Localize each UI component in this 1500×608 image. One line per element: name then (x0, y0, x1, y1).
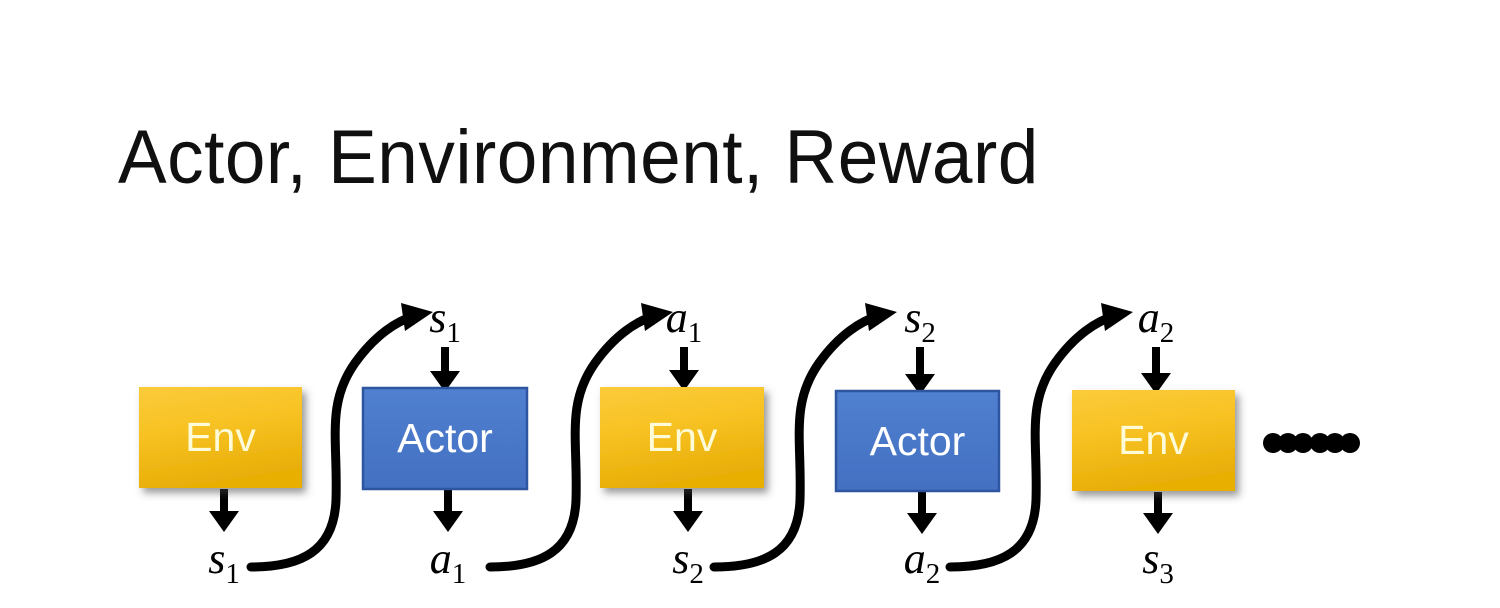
arrow-actor-1-to-a1 (433, 490, 463, 532)
node-actor-2[interactable]: Actor (834, 389, 1001, 493)
node-env-1-label: Env (185, 414, 256, 460)
label-top-s1-base: s (429, 293, 446, 342)
label-top-s2-sub: 2 (921, 317, 936, 349)
node-actor-1[interactable]: Actor (361, 386, 529, 491)
svg-text:s3: s3 (1142, 534, 1174, 590)
svg-text:a2: a2 (904, 534, 941, 590)
label-bottom-a2-sub: 2 (926, 558, 941, 590)
label-top-s1-sub: 1 (446, 317, 461, 349)
svg-text:s1: s1 (208, 534, 240, 590)
page-title: Actor, Environment, Reward (118, 115, 1039, 200)
svg-text:a1: a1 (666, 293, 703, 349)
label-bottom-a1-sub: 1 (452, 558, 467, 590)
label-bottom-a1: a1 (430, 534, 467, 590)
label-top-a1-base: a (666, 293, 688, 342)
node-env-3[interactable]: Env (1072, 390, 1235, 491)
connector-s2-feedback (709, 303, 897, 572)
label-top-s2: s2 (904, 293, 936, 349)
label-top-a2-base: a (1138, 293, 1160, 342)
label-top-a2: a2 (1138, 293, 1175, 349)
svg-text:a2: a2 (1138, 293, 1175, 349)
svg-text:a1: a1 (430, 534, 467, 590)
label-bottom-s3-sub: 3 (1159, 558, 1174, 590)
label-top-s1: s1 (429, 293, 461, 349)
label-top-a2-sub: 2 (1160, 317, 1175, 349)
arrow-a2-into-env-3 (1141, 347, 1171, 394)
node-env-2[interactable]: Env (600, 387, 764, 488)
svg-text:s2: s2 (672, 534, 704, 590)
label-bottom-s3-base: s (1142, 534, 1159, 583)
label-bottom-s2-sub: 2 (689, 558, 704, 590)
label-bottom-s3: s3 (1142, 534, 1174, 590)
node-actor-2-label: Actor (870, 418, 966, 464)
label-bottom-s2: s2 (672, 534, 704, 590)
label-bottom-a2: a2 (904, 534, 941, 590)
node-env-2-label: Env (647, 414, 718, 460)
label-bottom-a2-base: a (904, 534, 926, 583)
label-bottom-s1: s1 (208, 534, 240, 590)
node-env-3-label: Env (1118, 417, 1189, 463)
arrow-actor-2-to-a2 (907, 492, 937, 534)
connector-a2-feedback (945, 303, 1133, 572)
connector-a1-feedback (485, 303, 673, 572)
svg-text:s2: s2 (904, 293, 936, 349)
arrow-env-2-to-s2 (673, 489, 703, 532)
arrow-s2-into-actor-2 (905, 347, 935, 395)
arrow-s1-into-actor-1 (430, 347, 460, 392)
arrow-env-1-to-s1 (209, 489, 239, 532)
arrow-a1-into-env-2 (669, 347, 699, 391)
label-top-a1-sub: 1 (688, 317, 703, 349)
label-bottom-a1-base: a (430, 534, 452, 583)
ellipsis-icon (1263, 433, 1360, 453)
arrow-env-3-to-s3 (1143, 492, 1173, 534)
node-env-1[interactable]: Env (139, 387, 302, 488)
label-top-a1: a1 (666, 293, 703, 349)
label-bottom-s2-base: s (672, 534, 689, 583)
node-actor-1-label: Actor (397, 415, 493, 461)
connector-s1-feedback (246, 303, 433, 572)
label-top-s2-base: s (904, 293, 921, 342)
svg-text:s1: s1 (429, 293, 461, 349)
label-bottom-s1-sub: 1 (225, 558, 240, 590)
label-bottom-s1-base: s (208, 534, 225, 583)
